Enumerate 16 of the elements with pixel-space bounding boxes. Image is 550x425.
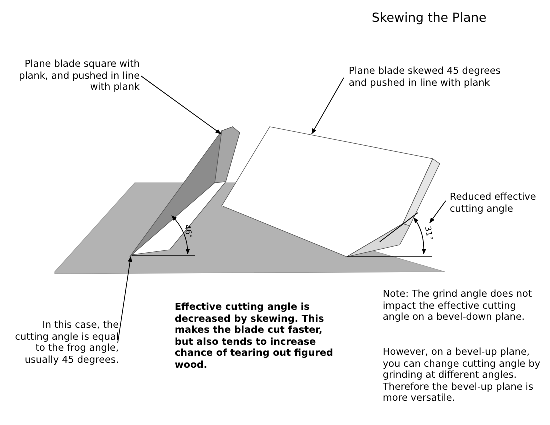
angle-label: 46° bbox=[182, 224, 195, 240]
callout-text: Plane blade square with plank, and pushed in line with plank bbox=[16, 59, 140, 94]
leader-line bbox=[312, 78, 344, 134]
leader-line bbox=[118, 256, 132, 344]
callout-text: In this case, the cutting angle is equal to the frog angle, usually 45 degrees. bbox=[8, 320, 119, 366]
note-text: Note: The grind angle does not impact the effective cutting angle on a bevel-down plane. bbox=[383, 289, 533, 324]
callout-text: Plane blade skewed 45 degrees and pushed in line with plank bbox=[349, 66, 511, 89]
plane-blade-drawing bbox=[222, 126, 440, 258]
plane-blade-drawing bbox=[130, 126, 240, 258]
leader-line bbox=[430, 200, 446, 224]
explanation-text: Effective cutting angle is decreased by skewing. This makes the blade cut faster, but also tends to increase chance of tearing out figured wood. bbox=[175, 302, 334, 371]
title: Skewing the Plane bbox=[372, 10, 487, 25]
note-text: However, on a bevel-up plane, you can change cutting angle by grinding at different angles. Therefore the bevel-up plane is more versatile. bbox=[383, 347, 541, 404]
callout-text: Reduced effective cutting angle bbox=[450, 192, 540, 215]
leader-line bbox=[140, 76, 222, 134]
angle-label: 31° bbox=[423, 226, 435, 242]
